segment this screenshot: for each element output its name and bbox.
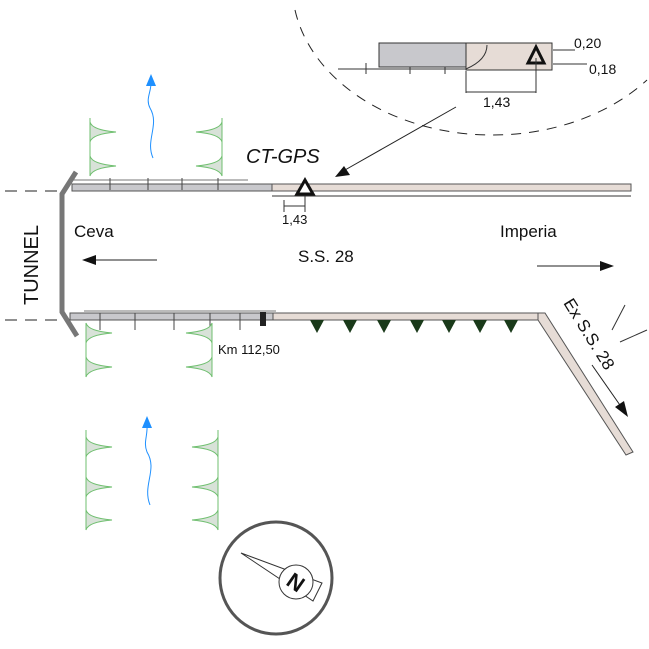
gps-marker	[294, 176, 316, 196]
road-label: S.S. 28	[298, 247, 354, 266]
trees	[85, 118, 223, 531]
arrow-ceva-icon	[82, 255, 96, 265]
arrow-ex-road-icon	[615, 401, 628, 417]
tree-row	[85, 322, 113, 378]
dim-detail-label: 1,43	[483, 94, 510, 110]
pointer-arrowhead	[335, 166, 350, 177]
dim-main-label: 1,43	[282, 212, 307, 227]
arrow-imperia-icon	[600, 261, 614, 271]
water-flow-icon	[147, 79, 155, 159]
km-marker	[260, 312, 266, 326]
ceva-label: Ceva	[74, 222, 114, 241]
hedge	[310, 320, 518, 333]
compass: N	[218, 520, 334, 636]
tree-row	[185, 322, 213, 378]
km-label: Km 112,50	[218, 342, 280, 357]
tree-row	[85, 430, 113, 531]
detail-view: 1,43 0,20 0,18	[338, 35, 616, 110]
tree-row	[191, 430, 219, 531]
detail-circle	[294, 9, 648, 136]
station-label: CT-GPS	[246, 146, 320, 168]
tunnel-portal	[59, 170, 80, 338]
dim-bottom-label: 0,18	[589, 61, 616, 77]
imperia-label: Imperia	[500, 222, 557, 241]
tree-row	[195, 118, 223, 177]
dim-top-label: 0,20	[574, 35, 601, 51]
tree-row	[89, 118, 117, 177]
tunnel-label: TUNNEL	[21, 225, 43, 305]
water-flow-icon	[144, 423, 152, 506]
